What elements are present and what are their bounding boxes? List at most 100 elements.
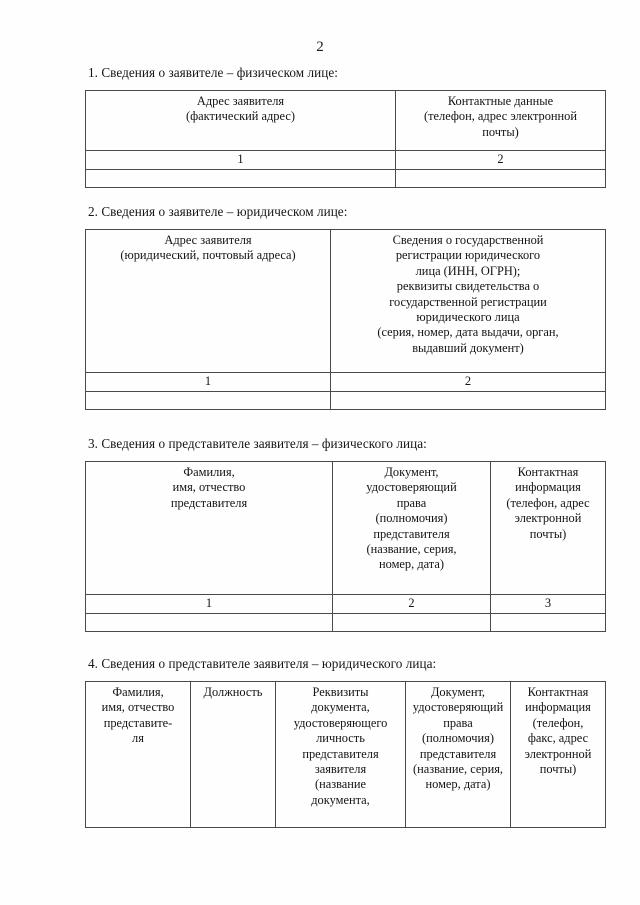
column-number: 1: [85, 149, 396, 171]
cell-line: (название, серия,: [412, 762, 504, 777]
table-header-cell: Контактная информация (телефон, адрес эл…: [490, 461, 606, 595]
table-header-row: Адрес заявителя (фактический адрес) Конт…: [85, 90, 606, 151]
table-number-row: 1 2: [85, 371, 606, 393]
cell-line: электронной: [514, 511, 582, 526]
column-number: 2: [395, 149, 606, 171]
entry-cell[interactable]: [85, 169, 396, 189]
cell-line: номер, дата): [379, 557, 444, 572]
table-header-cell: Документ, удостоверяющий права (полномоч…: [332, 461, 491, 595]
table-header-cell: Адрес заявителя (фактический адрес): [85, 90, 396, 151]
section-3-heading: 3. Сведения о представителе заявителя – …: [88, 436, 427, 451]
table-header-row: Фамилия, имя, отчество представителя Док…: [85, 461, 606, 595]
entry-cell[interactable]: [330, 391, 606, 411]
section-2-heading: 2. Сведения о заявителе – юридическом ли…: [88, 204, 348, 219]
cell-line: информация: [525, 700, 591, 715]
table-entry-row[interactable]: [85, 169, 606, 189]
cell-line: (полномочия): [375, 511, 448, 526]
table-header-cell: Сведения о государственной регистрации ю…: [330, 229, 606, 373]
table-number-row: 1 2: [85, 149, 606, 171]
cell-line: Документ,: [430, 685, 486, 699]
cell-line: (название: [314, 777, 367, 792]
table-clip-region: Фамилия, имя, отчество представите- ля Д…: [85, 681, 607, 828]
cell-line: представите-: [103, 715, 173, 730]
cell-line: почты): [539, 762, 577, 777]
entry-cell[interactable]: [395, 169, 606, 189]
cell-line: (серия, номер, дата выдачи, орган,: [377, 325, 559, 340]
cell-line: номер, дата): [425, 777, 491, 792]
column-number: 1: [85, 371, 331, 393]
page-number: 2: [316, 39, 324, 55]
cell-line: регистрации юридического: [395, 248, 541, 263]
table-entry-row[interactable]: [85, 613, 606, 633]
cell-line: документа,: [311, 792, 370, 807]
cell-line: Реквизиты: [312, 685, 369, 699]
cell-line: юридического лица: [416, 310, 520, 325]
table-representative-individual: Фамилия, имя, отчество представителя Док…: [85, 461, 606, 633]
section-representative-legal-entity: 4. Сведения о представителе заявителя – …: [85, 655, 607, 828]
cell-line: имя, отчество: [172, 480, 246, 495]
entry-cell[interactable]: [490, 613, 606, 633]
cell-line: имя, отчество: [101, 700, 175, 715]
cell-line: права: [396, 495, 427, 510]
cell-line: Должность: [203, 685, 263, 699]
cell-line: (телефон, адрес: [506, 495, 590, 510]
cell-line: представителя: [170, 495, 248, 510]
cell-line: заявителя: [314, 762, 367, 777]
cell-line: (телефон, адрес электронной: [423, 109, 577, 124]
table-header-row: Фамилия, имя, отчество представите- ля Д…: [85, 681, 606, 828]
cell-line: Адрес заявителя: [164, 233, 252, 247]
column-number: 3: [490, 593, 606, 615]
cell-line: ля: [132, 731, 144, 746]
cell-line: представителя: [302, 746, 379, 761]
cell-line: почты): [482, 124, 519, 139]
section-1-heading: 1. Сведения о заявителе – физическом лиц…: [88, 65, 338, 80]
cell-line: (фактический адрес): [186, 109, 295, 124]
cell-line: документа,: [311, 700, 370, 715]
cell-line: (название, серия,: [366, 542, 457, 557]
column-number: 1: [85, 593, 333, 615]
table-applicant-individual: Адрес заявителя (фактический адрес) Конт…: [85, 90, 606, 189]
cell-line: Контактная: [517, 465, 579, 479]
entry-cell[interactable]: [85, 391, 331, 411]
table-header-cell: Фамилия, имя, отчество представителя: [85, 461, 333, 595]
cell-line: выдавший документ): [412, 340, 524, 355]
table-header-cell: Фамилия, имя, отчество представите- ля: [85, 681, 191, 828]
cell-line: представителя: [419, 746, 497, 761]
cell-line: факс, адрес: [527, 731, 589, 746]
section-representative-individual: 3. Сведения о представителе заявителя – …: [85, 435, 607, 633]
table-applicant-legal-entity: Адрес заявителя (юридический, почтовый а…: [85, 229, 606, 411]
table-entry-row[interactable]: [85, 391, 606, 411]
cell-line: права: [443, 715, 473, 730]
section-4-heading: 4. Сведения о представителе заявителя – …: [88, 656, 437, 671]
entry-cell[interactable]: [332, 613, 491, 633]
table-representative-legal-entity: Фамилия, имя, отчество представите- ля Д…: [85, 681, 606, 828]
cell-line: лица (ИНН, ОГРН);: [415, 263, 521, 278]
cell-line: почты): [529, 526, 567, 541]
column-number: 2: [332, 593, 491, 615]
cell-line: удостоверяющий: [412, 700, 504, 715]
table-header-cell: Адрес заявителя (юридический, почтовый а…: [85, 229, 331, 373]
column-number: 2: [330, 371, 606, 393]
cell-line: реквизиты свидетельства о: [396, 279, 540, 294]
section-applicant-legal-entity: 2. Сведения о заявителе – юридическом ли…: [85, 203, 607, 411]
table-header-cell: Документ, удостоверяющий права (полномоч…: [405, 681, 511, 828]
cell-line: Фамилия,: [112, 685, 164, 699]
table-header-cell: Должность: [190, 681, 276, 828]
cell-line: Контактные данные: [447, 94, 554, 108]
cell-line: (полномочия): [422, 731, 494, 746]
cell-line: удостоверяющий: [366, 480, 457, 495]
cell-line: Документ,: [384, 465, 439, 479]
section-applicant-individual: 1. Сведения о заявителе – физическом лиц…: [85, 64, 607, 189]
table-header-cell: Реквизиты документа, удостоверяющего лич…: [275, 681, 406, 828]
table-header-cell: Контактная информация (телефон, факс, ад…: [510, 681, 606, 828]
cell-line: (телефон,: [532, 715, 584, 730]
cell-line: Фамилия,: [183, 465, 235, 479]
cell-line: представителя: [373, 526, 450, 541]
table-header-row: Адрес заявителя (юридический, почтовый а…: [85, 229, 606, 373]
table-header-cell: Контактные данные (телефон, адрес электр…: [395, 90, 606, 151]
entry-cell[interactable]: [85, 613, 333, 633]
cell-line: удостоверяющего: [293, 715, 388, 730]
cell-line: Контактная: [527, 685, 589, 699]
cell-line: Сведения о государственной: [392, 233, 544, 247]
cell-line: государственной регистрации: [389, 294, 547, 309]
